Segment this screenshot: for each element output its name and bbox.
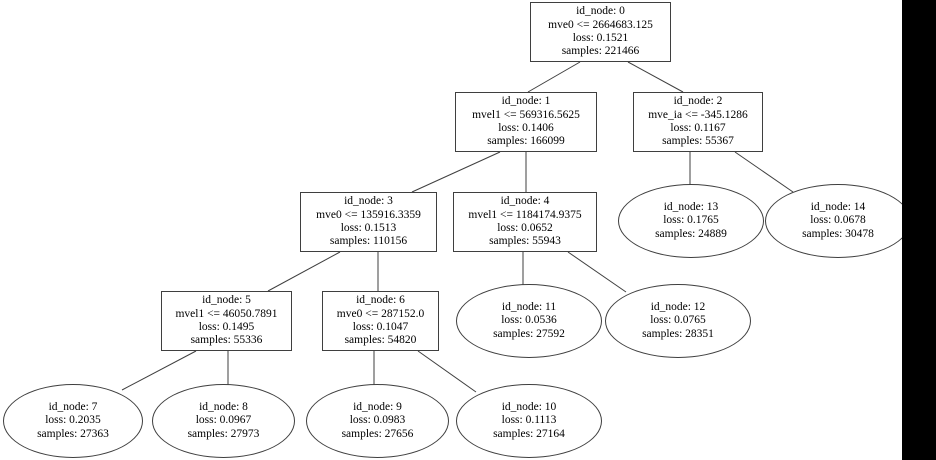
node-id-label: id_node: 5 bbox=[202, 294, 251, 307]
node-loss: loss: 0.0678 bbox=[810, 214, 866, 227]
node-samples: samples: 110156 bbox=[329, 235, 408, 248]
node-id-label: id_node: 2 bbox=[673, 95, 723, 108]
node-id-label: id_node: 12 bbox=[650, 300, 706, 313]
node-condition: mvel1 <= 46050.7891 bbox=[175, 307, 278, 320]
node-condition: mve0 <= 287152.0 bbox=[336, 307, 425, 320]
node-id-label: id_node: 7 bbox=[48, 400, 98, 413]
node-samples: samples: 54820 bbox=[344, 334, 417, 347]
node-condition: mve0 <= 2664683.125 bbox=[548, 18, 653, 31]
node-samples: samples: 27164 bbox=[493, 427, 565, 440]
node-samples: samples: 27592 bbox=[493, 327, 565, 340]
node-samples: samples: 55336 bbox=[190, 334, 263, 347]
node-id-label: id_node: 10 bbox=[501, 400, 557, 413]
node-id-label: id_node: 11 bbox=[501, 300, 557, 313]
node-samples: samples: 28351 bbox=[642, 327, 714, 340]
node-id-label: id_node: 6 bbox=[356, 294, 405, 307]
node-loss: loss: 0.2035 bbox=[45, 414, 101, 427]
node-loss: loss: 0.0967 bbox=[195, 414, 252, 427]
node-samples: samples: 27973 bbox=[187, 427, 260, 440]
node-loss: loss: 0.1113 bbox=[501, 414, 557, 427]
tree-edge-2-14 bbox=[734, 151, 794, 193]
node-samples: samples: 27363 bbox=[37, 427, 109, 440]
node-loss: loss: 0.0983 bbox=[349, 414, 406, 427]
node-condition: mve0 <= 135916.3359 bbox=[316, 208, 421, 221]
node-condition: mvel1 <= 1184174.9375 bbox=[468, 208, 582, 221]
node-id-label: id_node: 8 bbox=[199, 400, 248, 413]
node-id-label: id_node: 4 bbox=[500, 195, 550, 208]
node-id-label: id_node: 9 bbox=[353, 400, 402, 413]
node-samples: samples: 30478 bbox=[802, 227, 874, 240]
tree-edge-4-12 bbox=[567, 251, 627, 293]
node-loss: loss: 0.1167 bbox=[670, 122, 726, 134]
node-id-label: id_node: 13 bbox=[663, 200, 719, 213]
node-loss: loss: 0.0765 bbox=[650, 314, 706, 327]
node-id-label: id_node: 3 bbox=[344, 195, 393, 208]
tree-edge-3-5 bbox=[267, 251, 341, 292]
node-loss: loss: 0.1406 bbox=[498, 122, 554, 134]
tree-edge-6-10 bbox=[417, 350, 477, 393]
tree-edge-1-3 bbox=[411, 151, 501, 193]
node-samples: samples: 221466 bbox=[561, 45, 640, 58]
node-loss: loss: 0.1047 bbox=[352, 321, 409, 333]
node-loss: loss: 0.1495 bbox=[198, 321, 255, 333]
right-black-bar bbox=[902, 0, 936, 460]
node-loss: loss: 0.0652 bbox=[497, 222, 553, 234]
node-loss: loss: 0.1521 bbox=[572, 32, 629, 44]
tree-edge-0-2 bbox=[627, 61, 684, 93]
node-loss: loss: 0.1765 bbox=[663, 214, 719, 227]
node-samples: samples: 24889 bbox=[655, 227, 727, 240]
node-id-label: id_node: 0 bbox=[576, 5, 625, 18]
node-id-label: id_node: 14 bbox=[810, 200, 866, 213]
node-loss: loss: 0.0536 bbox=[501, 314, 557, 327]
node-samples: samples: 55943 bbox=[489, 235, 561, 248]
node-id-label: id_node: 1 bbox=[501, 95, 551, 108]
node-samples: samples: 27656 bbox=[341, 427, 414, 440]
node-condition: mvel1 <= 569316.5625 bbox=[472, 108, 580, 121]
node-samples: samples: 166099 bbox=[487, 135, 565, 148]
tree-edge-5-7 bbox=[121, 350, 197, 391]
tree-edge-0-1 bbox=[527, 61, 581, 93]
node-condition: mve_ia <= -345.1286 bbox=[648, 108, 748, 121]
node-samples: samples: 55367 bbox=[662, 135, 734, 148]
node-loss: loss: 0.1513 bbox=[340, 222, 397, 234]
